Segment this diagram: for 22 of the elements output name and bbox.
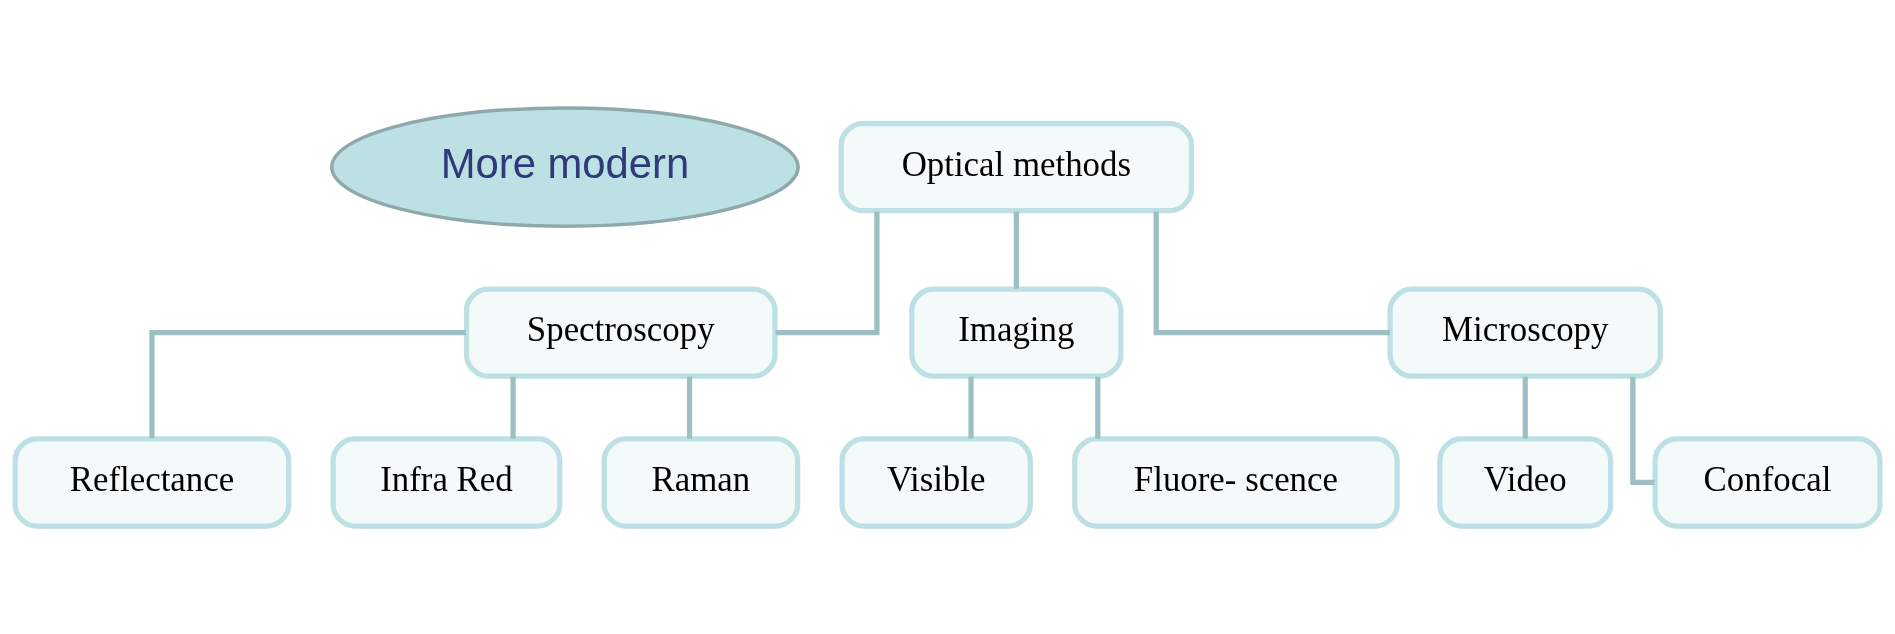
node-box: Microscopy <box>1387 286 1663 379</box>
connector <box>1522 376 1528 439</box>
node-box: Fluore- scence <box>1072 436 1400 529</box>
connector <box>968 376 974 439</box>
connector <box>1013 211 1019 289</box>
node-box: Reflectance <box>12 436 292 529</box>
connector <box>1095 376 1101 439</box>
connector <box>775 211 880 336</box>
node-box: Spectroscopy <box>463 286 778 379</box>
connector <box>686 376 693 439</box>
node-box: Optical methods <box>838 120 1195 214</box>
node-box: Infra Red <box>330 436 563 529</box>
node-ellipse: More modern <box>330 106 800 228</box>
connector <box>510 376 516 439</box>
node-box: Raman <box>601 436 801 529</box>
connector <box>1153 211 1390 336</box>
node-box: Imaging <box>909 286 1124 379</box>
connector <box>1630 376 1655 486</box>
node-box: Video <box>1437 436 1614 529</box>
connector <box>149 329 466 439</box>
node-box: Visible <box>839 436 1033 529</box>
node-box: Confocal <box>1652 436 1883 529</box>
